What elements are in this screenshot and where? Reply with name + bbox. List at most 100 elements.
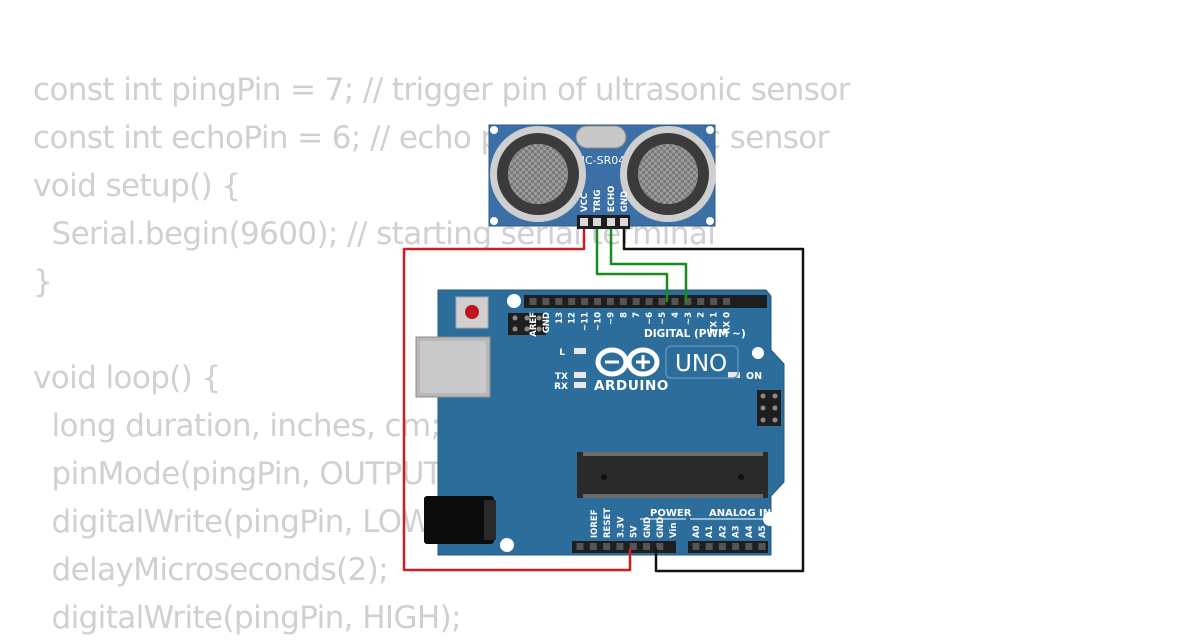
mounting-hole: [490, 126, 498, 134]
crystal-oscillator: [575, 125, 627, 149]
gnd-wire[interactable]: [622, 229, 805, 573]
mounting-hole: [706, 217, 714, 225]
analog-pin-label: A3: [732, 525, 742, 538]
digital-pin-header[interactable]: [524, 295, 767, 308]
header-pin[interactable]: [671, 298, 679, 305]
digital-pin-label: ~6: [645, 312, 655, 325]
digital-pin-label: 12: [568, 312, 578, 324]
sensor-pin-header[interactable]: [577, 215, 630, 229]
led-tx: TX: [555, 372, 586, 382]
vcc-wire[interactable]: [402, 229, 632, 572]
digital-header-label: DIGITAL (PWM ~): [644, 328, 746, 340]
code-line: const int pingPin = 7; // trigger pin of…: [33, 72, 850, 108]
uno-badge: UNO: [665, 345, 739, 379]
header-pin[interactable]: [616, 543, 624, 550]
header-pin[interactable]: [658, 298, 666, 305]
usb-port: [415, 336, 491, 398]
icsp-header-top: [508, 313, 546, 335]
header-pin[interactable]: [643, 543, 650, 550]
header-pin[interactable]: [542, 298, 550, 305]
mounting-hole: [500, 538, 514, 552]
sensor-pin-label: TRIG: [593, 189, 603, 212]
code-line: }: [33, 264, 53, 300]
svg-text:RX: RX: [554, 382, 568, 392]
led-rx: RX: [554, 382, 586, 392]
transmitter-transducer: [490, 126, 586, 222]
analog-pin-label: A5: [758, 525, 768, 538]
digital-pin-label: ~3: [684, 312, 694, 325]
digital-pin-label: 13: [555, 312, 565, 324]
header-pin[interactable]: [603, 543, 611, 550]
power-pin-label: IOREF: [590, 509, 600, 538]
header-pin[interactable]: [732, 543, 740, 550]
analog-pin-label: A1: [705, 525, 715, 538]
header-pin[interactable]: [710, 298, 718, 305]
analog-pin-header[interactable]: [688, 541, 768, 553]
header-pin[interactable]: [629, 543, 637, 550]
digital-pin-label: 8: [619, 312, 629, 318]
mounting-hole: [752, 347, 764, 359]
icsp-header-right: [757, 390, 781, 426]
header-pin[interactable]: [684, 298, 692, 305]
header-pin[interactable]: [606, 298, 614, 305]
digital-pin-label: AREF: [529, 312, 539, 337]
power-pin-label: 3.3V: [616, 516, 626, 538]
header-pin[interactable]: [594, 298, 601, 305]
digital-pin-label: RX 0: [723, 312, 733, 334]
reset-button[interactable]: [455, 296, 489, 329]
sensor-pin-label: ECHO: [607, 186, 617, 212]
header-pin[interactable]: [589, 543, 597, 550]
header-pin[interactable]: [723, 298, 730, 305]
arduino-infinity-logo: [595, 347, 660, 377]
code-line: delayMicroseconds(2);: [33, 552, 389, 588]
echo-wire[interactable]: [609, 229, 688, 302]
mounting-hole: [706, 126, 714, 134]
digital-pin-label: ~10: [594, 312, 604, 331]
digital-pin-label: 2: [697, 312, 707, 318]
code-line: digitalWrite(pingPin, LOW);: [33, 504, 454, 540]
header-pin[interactable]: [692, 543, 700, 550]
header-pin[interactable]: [632, 298, 640, 305]
digital-pin-label: GND: [542, 312, 552, 333]
code-line: void loop() {: [33, 360, 221, 396]
led-on: ON: [728, 371, 762, 382]
header-pin[interactable]: [758, 543, 766, 550]
trig-wire[interactable]: [595, 229, 669, 302]
analog-pin-label: A4: [745, 525, 755, 538]
header-pin[interactable]: [745, 543, 753, 550]
header-pin[interactable]: [568, 298, 576, 305]
arduino-model: UNO: [675, 351, 727, 377]
analog-header-label: ANALOG IN: [709, 508, 771, 519]
header-pin[interactable]: [705, 543, 713, 550]
header-pin[interactable]: [581, 298, 589, 305]
led-l: L: [559, 348, 586, 358]
svg-text:TX: TX: [555, 372, 568, 382]
svg-text:ON: ON: [746, 371, 762, 382]
header-pin[interactable]: [529, 298, 537, 305]
digital-pin-label: ~11: [581, 312, 591, 331]
sensor-model-label: HC-SR04: [577, 154, 626, 167]
power-pin-label: GND: [643, 517, 653, 538]
header-pin[interactable]: [645, 298, 653, 305]
digital-pin-label: ~5: [658, 312, 668, 325]
code-line: void setup() {: [33, 168, 241, 204]
header-pin[interactable]: [718, 543, 726, 550]
arduino-brand: ARDUINO: [594, 378, 669, 394]
header-pin[interactable]: [619, 298, 627, 305]
atmega-chip: [577, 452, 768, 498]
power-pin-label: GND: [656, 517, 666, 538]
power-pin-header[interactable]: [572, 541, 676, 553]
header-pin[interactable]: [656, 543, 664, 550]
analog-pin-label: A0: [692, 525, 702, 538]
header-pin[interactable]: [555, 298, 563, 305]
header-pin[interactable]: [697, 298, 705, 305]
power-pin-label: Vin: [669, 523, 679, 538]
digital-pin-label: TX 1: [710, 312, 720, 333]
header-pin[interactable]: [576, 543, 584, 550]
